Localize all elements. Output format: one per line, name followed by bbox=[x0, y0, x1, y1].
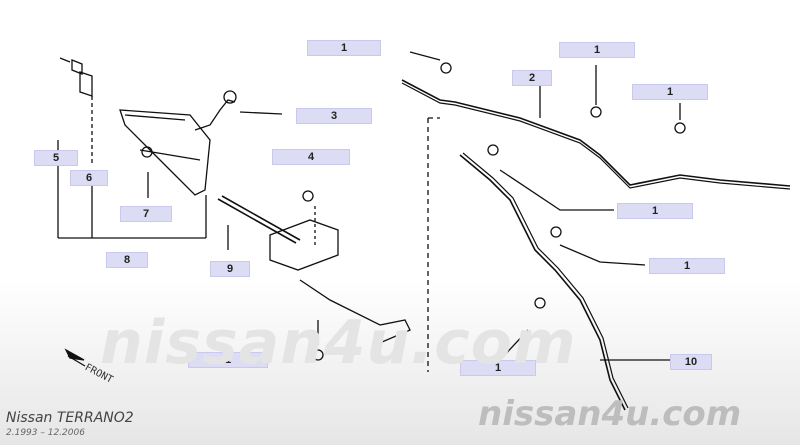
callout-1-far-right: 1 bbox=[632, 84, 708, 100]
callout-1-mid-right: 1 bbox=[617, 203, 693, 219]
callout-1-left-bottom: 1 bbox=[188, 352, 268, 368]
watermark-small: nissan4u.com bbox=[478, 394, 742, 434]
callout-1-right-top: 1 bbox=[559, 42, 635, 58]
callout-1-right-low: 1 bbox=[649, 258, 725, 274]
production-dates-label: 2.1993 – 12.2006 bbox=[6, 428, 85, 438]
callout-7: 7 bbox=[120, 206, 172, 222]
callout-10: 10 bbox=[670, 354, 712, 370]
callout-5: 5 bbox=[34, 150, 78, 166]
watermark-large: nissan4u.com bbox=[100, 308, 577, 378]
callout-8: 8 bbox=[106, 252, 148, 268]
callout-3: 3 bbox=[296, 108, 372, 124]
callout-9: 9 bbox=[210, 261, 250, 277]
callout-1-center-bottom: 1 bbox=[460, 360, 536, 376]
callout-2: 2 bbox=[512, 70, 552, 86]
vehicle-model-label: Nissan TERRANO2 bbox=[6, 410, 134, 426]
callout-6: 6 bbox=[70, 170, 108, 186]
callout-1-top: 1 bbox=[307, 40, 381, 56]
callout-4: 4 bbox=[272, 149, 350, 165]
